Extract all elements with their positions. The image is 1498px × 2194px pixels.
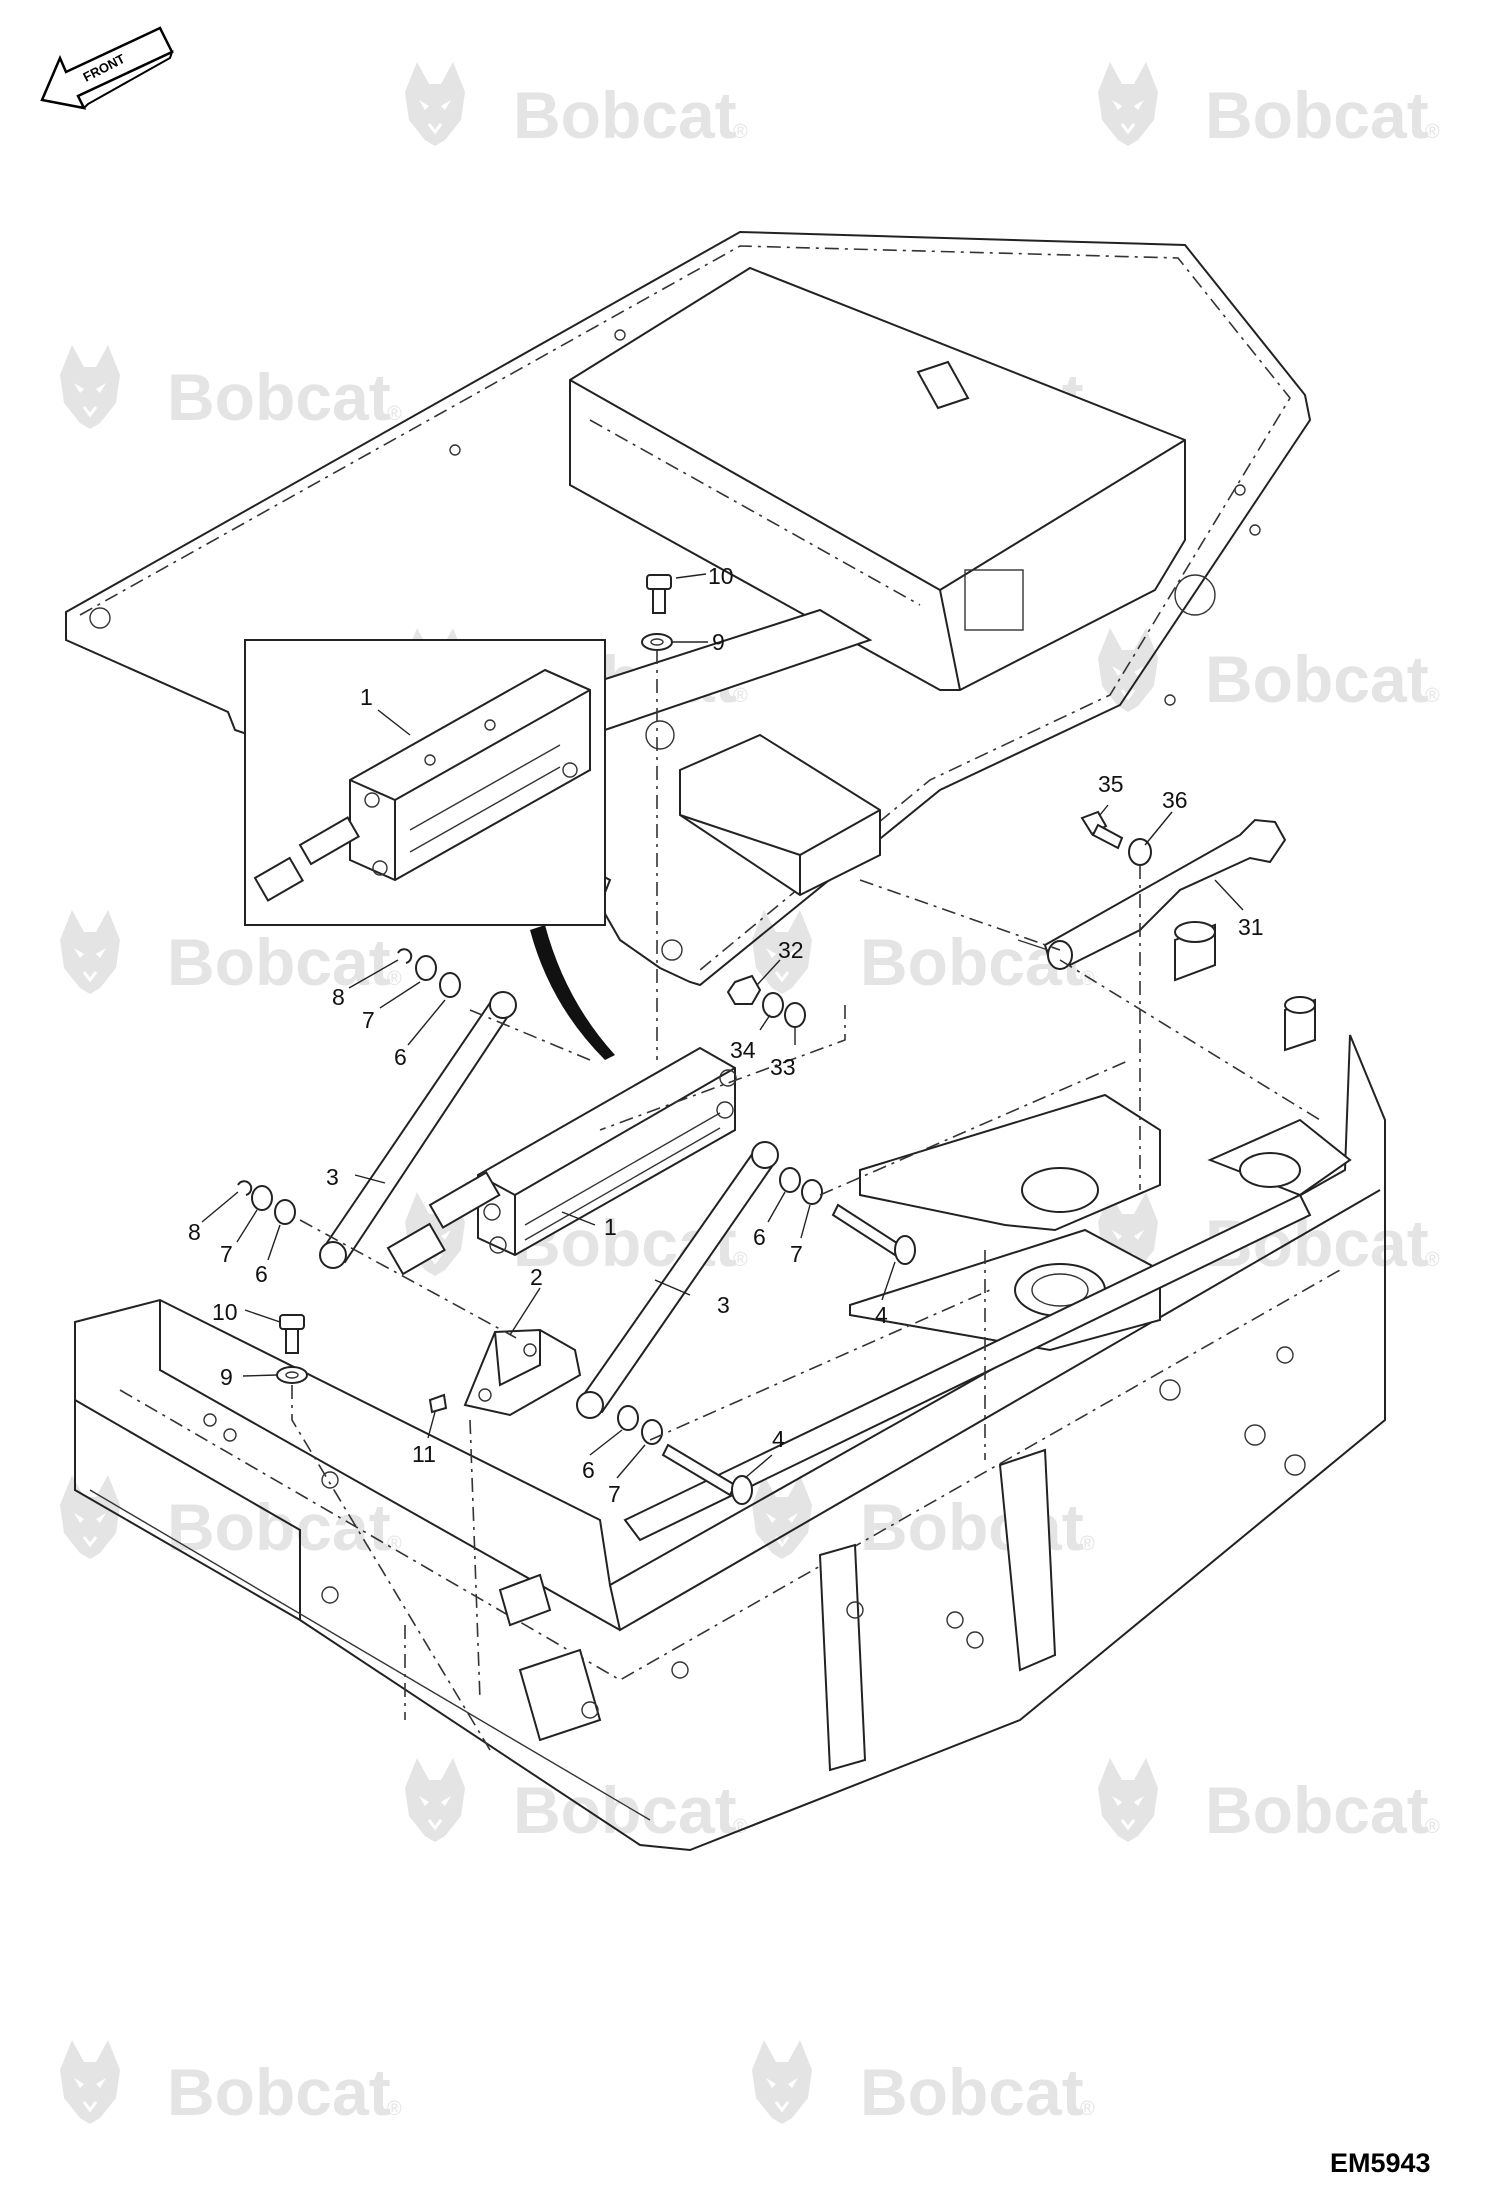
watermark-text: Bobcat	[167, 1490, 391, 1564]
callout-1-main: 1	[604, 1214, 617, 1240]
small-parts	[237, 574, 1287, 1505]
watermark-reg: ®	[733, 121, 748, 143]
callout-2: 2	[530, 1264, 543, 1290]
floor-plate	[65, 230, 1312, 987]
watermark-text: Bobcat	[1205, 642, 1429, 716]
leader-lines	[201, 573, 1244, 1479]
callout-8-lower: 8	[188, 1219, 201, 1245]
watermark-reg: ®	[1425, 121, 1440, 143]
callout-36: 36	[1162, 787, 1188, 813]
callout-33: 33	[770, 1054, 796, 1080]
callout-4-upper: 4	[875, 1302, 888, 1328]
callout-8-upper: 8	[332, 984, 345, 1010]
callout-9-upper: 9	[712, 629, 725, 655]
watermark-6: Bobcat ®	[1096, 626, 1440, 716]
watermark-3: Bobcat ®	[58, 343, 402, 434]
inset-detail-box	[244, 639, 606, 926]
callout-3-left: 3	[326, 1164, 339, 1190]
callout-11: 11	[412, 1441, 436, 1467]
callout-6-upper: 6	[394, 1044, 407, 1070]
callout-9-lower: 9	[220, 1364, 233, 1390]
watermark-text: Bobcat	[860, 2055, 1084, 2129]
watermark-reg: ®	[387, 2098, 402, 2120]
callout-1-inset: 1	[360, 684, 373, 710]
callout-6-lower: 6	[255, 1261, 268, 1287]
watermark-text: Bobcat	[167, 360, 391, 434]
inset-pointer-arrow	[530, 925, 615, 1060]
watermark-15: Bobcat ®	[58, 2038, 402, 2129]
watermark-reg: ®	[1080, 2098, 1095, 2120]
watermark-reg: ®	[1425, 685, 1440, 707]
callout-7-right: 7	[790, 1241, 803, 1267]
watermark-16: Bobcat ®	[750, 2038, 1095, 2129]
control-box	[569, 266, 1186, 691]
callout-10-upper: 10	[708, 563, 734, 589]
callout-35: 35	[1098, 771, 1124, 797]
watermark-text: Bobcat	[167, 2055, 391, 2129]
rod-links	[319, 991, 779, 1419]
callout-10-lower: 10	[212, 1299, 238, 1325]
callout-4-lower: 4	[772, 1426, 785, 1452]
watermark-text: Bobcat	[167, 925, 391, 999]
watermark-reg: ®	[1425, 1816, 1440, 1838]
watermark-1: Bobcat ®	[403, 60, 748, 152]
assembly-lines	[291, 650, 1321, 1751]
watermark-reg: ®	[733, 1249, 748, 1271]
callout-7-upper: 7	[362, 1007, 375, 1033]
watermark-2: Bobcat ®	[1096, 60, 1440, 152]
drawing-code: EM5943	[1330, 2148, 1431, 2178]
callout-34: 34	[730, 1037, 756, 1063]
watermark-11: Bobcat ®	[58, 1473, 402, 1564]
inset-cylinder	[253, 668, 591, 902]
main-cylinder	[386, 1046, 737, 1276]
watermark-text: Bobcat	[1205, 1773, 1429, 1847]
watermark-reg: ®	[1080, 1533, 1095, 1555]
watermark-7: Bobcat ®	[58, 908, 402, 999]
watermark-8: Bobcat ®	[750, 908, 1095, 999]
callout-6-bottom: 6	[582, 1457, 595, 1483]
watermark-reg: ®	[1080, 968, 1095, 990]
watermark-text: Bobcat	[860, 925, 1084, 999]
callout-3-right: 3	[717, 1292, 730, 1318]
watermark-layer: Bobcat ® Bobcat ® Bobcat ® Bobcat ® Bobc…	[58, 60, 1440, 2129]
callout-31: 31	[1238, 914, 1264, 940]
callout-labels: 1 10 9 35 36 31 32 34 33 8 7 6 3 8 7 6 1…	[188, 563, 1264, 1507]
callout-7-bottom: 7	[608, 1481, 621, 1507]
watermark-text: Bobcat	[1205, 78, 1429, 152]
watermark-14: Bobcat ®	[1096, 1756, 1440, 1847]
watermark-reg: ®	[387, 1533, 402, 1555]
callout-6-right: 6	[753, 1224, 766, 1250]
watermark-reg: ®	[387, 403, 402, 425]
watermark-reg: ®	[733, 685, 748, 707]
callout-7-lower: 7	[220, 1241, 233, 1267]
watermark-reg: ®	[387, 968, 402, 990]
front-direction-arrow: FRONT	[40, 26, 174, 110]
callout-32: 32	[778, 937, 804, 963]
watermark-reg: ®	[1425, 1249, 1440, 1271]
watermark-text: Bobcat	[513, 78, 737, 152]
lower-frame	[74, 921, 1386, 1852]
